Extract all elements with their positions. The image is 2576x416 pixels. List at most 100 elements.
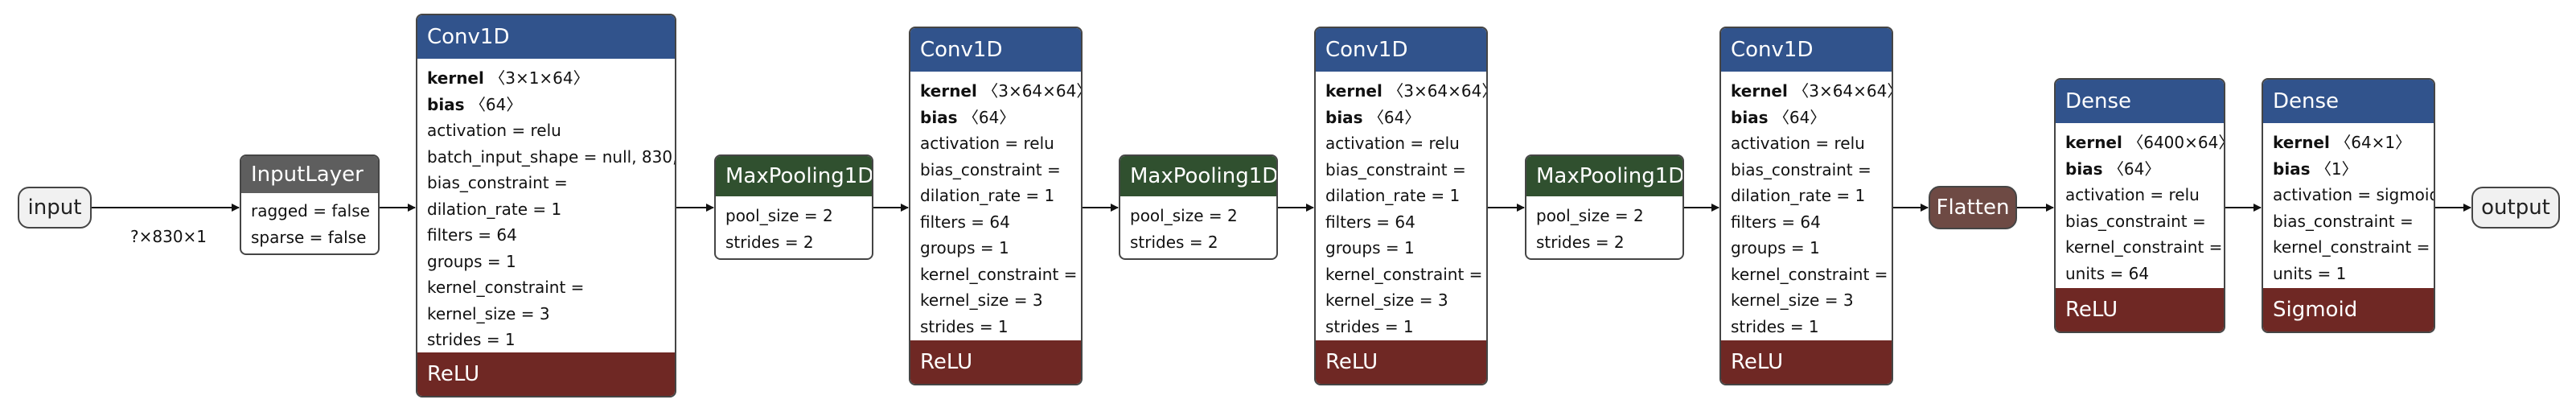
- property-value: activation = sigmoid: [2273, 185, 2435, 204]
- property-key: kernel: [2273, 133, 2330, 152]
- layer-property: ragged = false: [251, 198, 378, 224]
- property-key: kernel: [2065, 133, 2122, 152]
- property-value: units = 64: [2065, 263, 2150, 283]
- layer-property: kernel_size = 3: [427, 301, 675, 327]
- property-value: activation = relu: [1731, 134, 1865, 153]
- layer-title: Conv1D: [417, 15, 675, 59]
- layer-property: bias 〈64〉: [1325, 105, 1486, 131]
- property-value: kernel_size = 3: [1325, 290, 1448, 310]
- property-value: activation = relu: [1325, 134, 1460, 153]
- output-node[interactable]: output: [2471, 187, 2560, 229]
- layer-property: groups = 1: [1731, 235, 1892, 262]
- property-value: bias_constraint =: [1325, 159, 1466, 179]
- layer-title: MaxPooling1D: [1120, 156, 1276, 196]
- layer-property: kernel_constraint =: [920, 262, 1081, 288]
- layer-property: kernel_size = 3: [1731, 287, 1892, 314]
- property-value: kernel_constraint =: [1325, 264, 1483, 284]
- layer-properties: kernel 〈3×64×64〉bias 〈64〉activation = re…: [1721, 72, 1892, 343]
- property-key: bias: [427, 94, 465, 114]
- property-value: strides = 2: [725, 232, 814, 252]
- property-value: strides = 2: [1536, 232, 1625, 252]
- layer-title: Dense: [2056, 80, 2224, 123]
- property-value: 〈3×64×64〉: [1387, 81, 1488, 101]
- property-value: 〈64〉: [2107, 159, 2161, 179]
- property-value: 〈64〉: [1773, 107, 1826, 127]
- property-key: kernel: [1731, 81, 1788, 101]
- layer-property: kernel_constraint =: [2273, 234, 2434, 261]
- property-value: pool_size = 2: [1130, 206, 1238, 225]
- property-key: bias: [1731, 107, 1769, 127]
- property-value: kernel_constraint =: [1731, 264, 1888, 284]
- property-value: 〈64×1〉: [2335, 133, 2412, 152]
- property-value: dilation_rate = 1: [427, 199, 562, 219]
- layer-property: bias 〈64〉: [1731, 105, 1892, 131]
- layer-property: bias 〈1〉: [2273, 156, 2434, 183]
- property-value: activation = relu: [2065, 185, 2200, 204]
- layer-property: activation = relu: [2065, 182, 2224, 208]
- property-value: 〈1〉: [2315, 159, 2358, 179]
- layer-property: strides = 2: [1130, 229, 1276, 256]
- layer-properties: kernel 〈6400×64〉bias 〈64〉activation = re…: [2056, 123, 2224, 290]
- layer-property: activation = sigmoid: [2273, 182, 2434, 208]
- layer-property: strides = 1: [1731, 314, 1892, 340]
- layer-properties: kernel 〈64×1〉bias 〈1〉activation = sigmoi…: [2263, 123, 2434, 290]
- property-value: 〈64〉: [962, 107, 1016, 127]
- property-value: strides = 1: [920, 316, 1009, 336]
- flatten-node[interactable]: Flatten: [1929, 186, 2017, 229]
- property-value: 〈6400×64〉: [2127, 133, 2225, 152]
- layer-node-conv2[interactable]: Conv1D kernel 〈3×64×64〉bias 〈64〉 activatio…: [909, 27, 1083, 385]
- layer-property: filters = 64: [1325, 209, 1486, 236]
- property-value: filters = 64: [1325, 212, 1415, 232]
- layer-property: strides = 1: [920, 314, 1081, 340]
- property-value: batch_input_shape = null, 830, 1: [427, 146, 676, 167]
- layer-property: filters = 64: [920, 209, 1081, 236]
- layer-property: dilation_rate = 1: [920, 183, 1081, 209]
- property-key: bias: [920, 107, 958, 127]
- layer-property: bias_constraint =: [920, 157, 1081, 183]
- activation-label: Sigmoid: [2263, 288, 2434, 332]
- layer-property: dilation_rate = 1: [1731, 183, 1892, 209]
- property-key: bias: [1325, 107, 1363, 127]
- property-value: bias_constraint =: [2273, 211, 2414, 231]
- layer-title: MaxPooling1D: [1526, 156, 1682, 196]
- layer-title: Conv1D: [1316, 28, 1486, 72]
- property-value: activation = relu: [427, 121, 561, 140]
- property-value: pool_size = 2: [725, 206, 833, 225]
- layer-property: activation = relu: [920, 130, 1081, 157]
- layer-property: kernel 〈64×1〉: [2273, 130, 2434, 156]
- activation-label: ReLU: [910, 340, 1081, 384]
- property-value: filters = 64: [427, 225, 517, 245]
- layer-property: kernel 〈6400×64〉: [2065, 130, 2224, 156]
- layer-property: pool_size = 2: [725, 203, 872, 229]
- layer-property: groups = 1: [1325, 235, 1486, 262]
- activation-label: ReLU: [2056, 288, 2224, 332]
- activation-label: ReLU: [1316, 340, 1486, 384]
- layer-property: kernel 〈3×64×64〉: [920, 78, 1081, 105]
- layer-property: kernel 〈3×1×64〉: [427, 65, 675, 92]
- layer-property: bias 〈64〉: [2065, 156, 2224, 183]
- property-value: ragged = false: [251, 201, 370, 220]
- layer-property: activation = relu: [1731, 130, 1892, 157]
- input-node[interactable]: input: [18, 187, 92, 229]
- layer-property: bias_constraint =: [1325, 157, 1486, 183]
- property-key: bias: [2273, 159, 2311, 179]
- layer-property: dilation_rate = 1: [427, 196, 675, 223]
- activation-label: ReLU: [417, 352, 675, 396]
- property-value: bias_constraint =: [427, 173, 568, 192]
- property-value: groups = 1: [1325, 238, 1415, 257]
- layer-node-pool2[interactable]: MaxPooling1D pool_size = 2 strides = 2: [1119, 154, 1278, 260]
- layer-property: groups = 1: [920, 235, 1081, 262]
- property-value: kernel_size = 3: [920, 290, 1043, 310]
- layer-title: Conv1D: [910, 28, 1081, 72]
- layer-property: groups = 1: [427, 249, 675, 275]
